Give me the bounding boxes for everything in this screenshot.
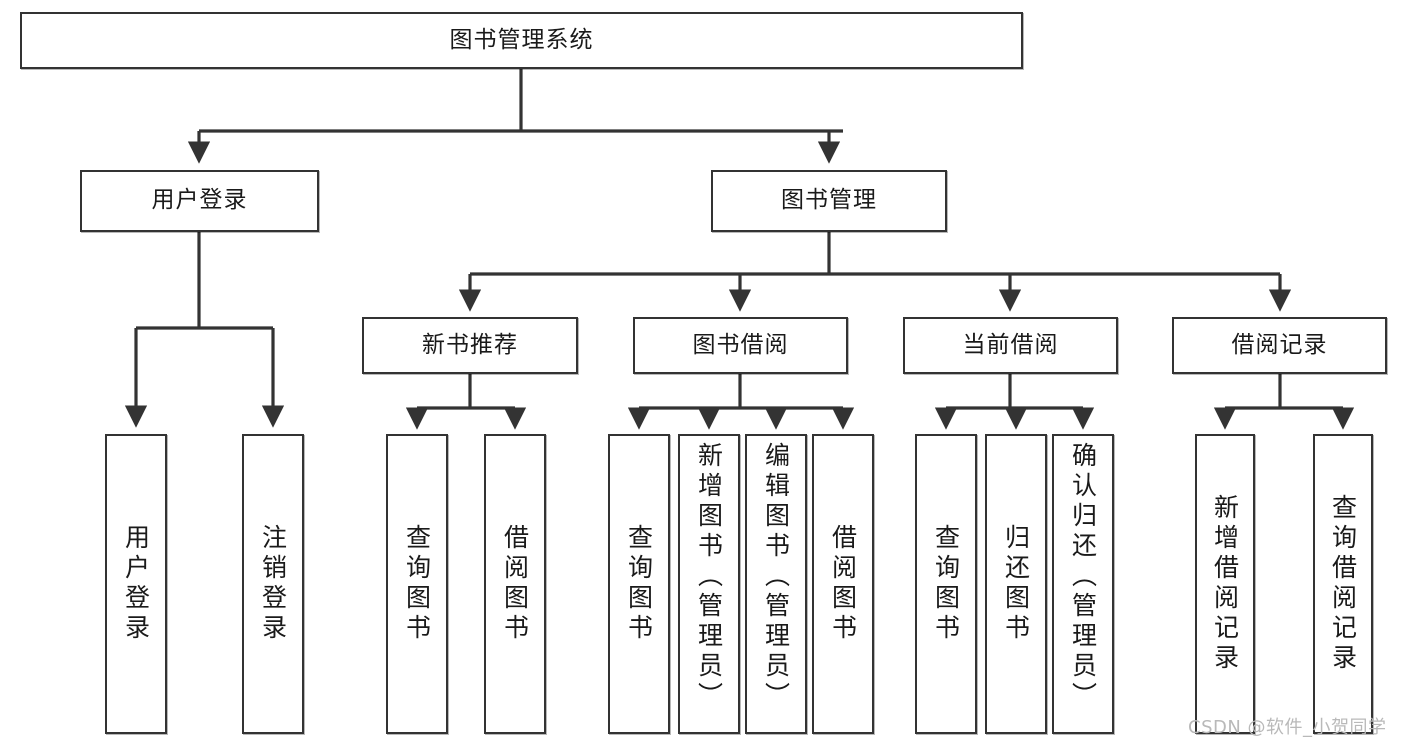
leaf-query-record[interactable]: 查询借阅记录 xyxy=(1313,434,1373,734)
leaf-logout-label: 注销登录 xyxy=(258,524,288,644)
leaf-query-book-2[interactable]: 查询图书 xyxy=(608,434,670,734)
leaf-borrow-book-1-label: 借阅图书 xyxy=(500,524,530,644)
node-new-book-recommend[interactable]: 新书推荐 xyxy=(362,317,578,374)
leaf-add-record-label: 新增借阅记录 xyxy=(1210,494,1240,674)
leaf-confirm-return-label: 确认归还（管理员） xyxy=(1068,442,1098,712)
node-borrow-record[interactable]: 借阅记录 xyxy=(1172,317,1387,374)
leaf-user-login[interactable]: 用户登录 xyxy=(105,434,167,734)
node-current-borrow[interactable]: 当前借阅 xyxy=(903,317,1118,374)
leaf-return-book[interactable]: 归还图书 xyxy=(985,434,1047,734)
leaf-user-login-label: 用户登录 xyxy=(121,524,151,644)
leaf-edit-book-label: 编辑图书（管理员） xyxy=(761,442,791,712)
leaf-query-book-1-label: 查询图书 xyxy=(402,524,432,644)
node-book-borrow[interactable]: 图书借阅 xyxy=(633,317,848,374)
leaf-add-record[interactable]: 新增借阅记录 xyxy=(1195,434,1255,734)
csdn-watermark: CSDN @软件_小贺同学 xyxy=(1188,717,1387,738)
node-borrow-record-label: 借阅记录 xyxy=(1231,331,1328,358)
node-user-login-label: 用户登录 xyxy=(151,187,248,214)
leaf-query-book-1[interactable]: 查询图书 xyxy=(386,434,448,734)
node-book-manage[interactable]: 图书管理 xyxy=(711,170,947,232)
leaf-query-book-2-label: 查询图书 xyxy=(624,524,654,644)
leaf-query-record-label: 查询借阅记录 xyxy=(1328,494,1358,674)
leaf-logout[interactable]: 注销登录 xyxy=(242,434,304,734)
leaf-query-book-3[interactable]: 查询图书 xyxy=(915,434,977,734)
leaf-query-book-3-label: 查询图书 xyxy=(931,524,961,644)
leaf-borrow-book-1[interactable]: 借阅图书 xyxy=(484,434,546,734)
leaf-add-book-label: 新增图书（管理员） xyxy=(694,442,724,712)
node-new-book-recommend-label: 新书推荐 xyxy=(422,331,518,358)
node-book-manage-label: 图书管理 xyxy=(781,187,877,214)
leaf-add-book[interactable]: 新增图书（管理员） xyxy=(678,434,740,734)
leaf-return-book-label: 归还图书 xyxy=(1001,524,1031,644)
node-book-borrow-label: 图书借阅 xyxy=(692,331,789,358)
leaf-borrow-book-2-label: 借阅图书 xyxy=(828,524,858,644)
node-current-borrow-label: 当前借阅 xyxy=(962,331,1059,358)
leaf-confirm-return[interactable]: 确认归还（管理员） xyxy=(1052,434,1114,734)
node-root[interactable]: 图书管理系统 xyxy=(20,12,1023,69)
leaf-borrow-book-2[interactable]: 借阅图书 xyxy=(812,434,874,734)
node-root-label: 图书管理系统 xyxy=(449,26,594,53)
node-user-login[interactable]: 用户登录 xyxy=(80,170,319,232)
leaf-edit-book[interactable]: 编辑图书（管理员） xyxy=(745,434,807,734)
